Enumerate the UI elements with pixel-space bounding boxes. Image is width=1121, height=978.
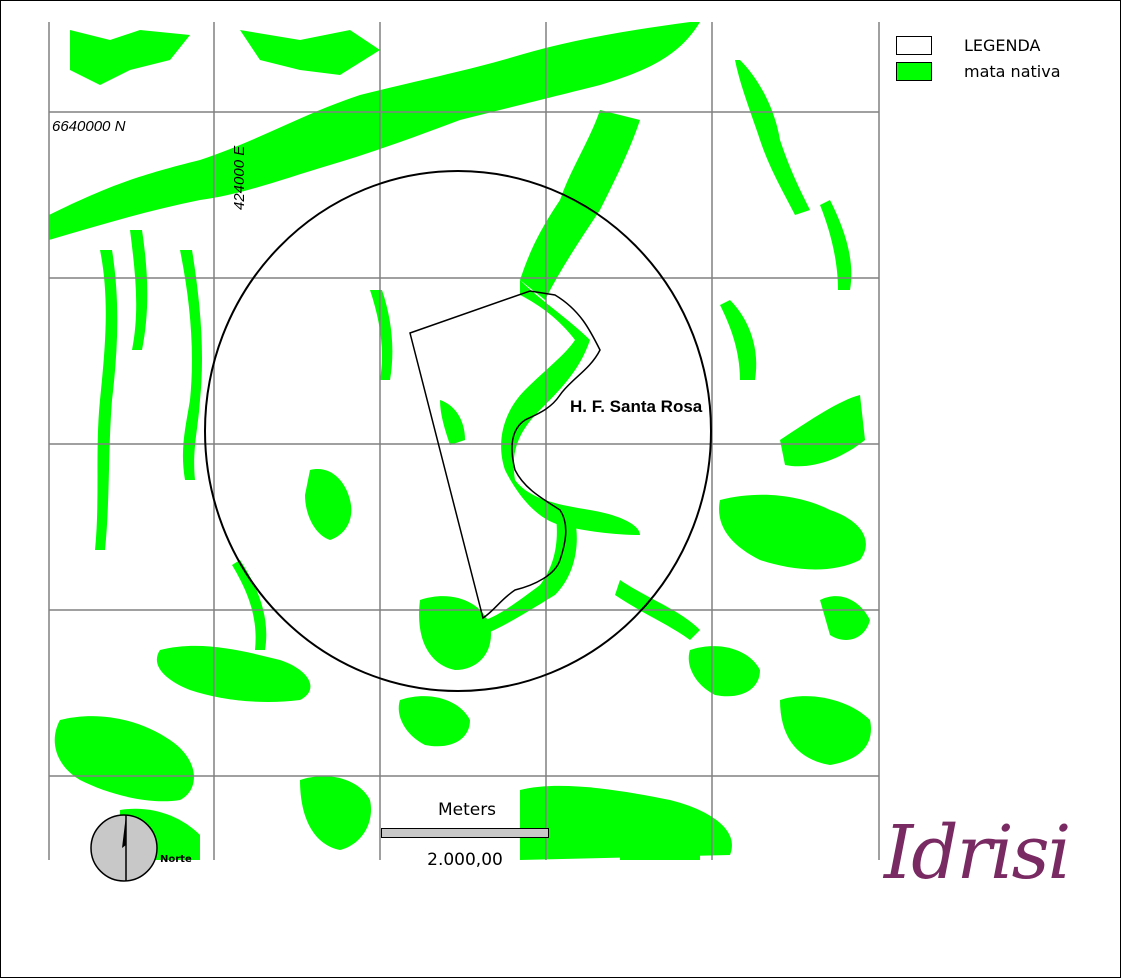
forest-patch-east-2 <box>780 395 865 467</box>
legend-item-mata-nativa: mata nativa <box>896 58 1061 84</box>
north-label: Norte <box>160 854 192 865</box>
forest-patch-south <box>54 716 194 802</box>
scale-bar <box>381 828 549 838</box>
scale-value: 2.000,00 <box>427 850 503 870</box>
idrisi-logo: Idrisi <box>884 810 1071 896</box>
easting-label: 424000 E <box>231 145 248 210</box>
northing-label: 6640000 N <box>52 118 126 135</box>
vegetation-layer <box>49 22 871 860</box>
forest-patch-se <box>780 696 871 765</box>
property-boundary <box>409 290 601 620</box>
forest-patch-right-top <box>735 60 810 215</box>
coordinate-grid <box>48 22 880 860</box>
forest-patch-sw <box>156 645 311 702</box>
forest-patch-lower-right <box>820 596 870 640</box>
forest-patch-east <box>719 494 866 570</box>
forest-patch-center <box>440 400 465 445</box>
place-label: H. F. Santa Rosa <box>570 397 703 416</box>
forest-stream-west-2 <box>180 250 203 480</box>
forest-patch-right-mid <box>720 300 757 380</box>
forest-patch-se-2 <box>688 646 760 697</box>
legend: LEGENDA mata nativa <box>896 32 1061 84</box>
forest-river-central <box>501 280 640 535</box>
forest-stream-left <box>130 230 148 350</box>
legend-label: mata nativa <box>964 61 1061 81</box>
forest-top-left <box>70 30 190 85</box>
buffer-circle <box>204 170 712 692</box>
forest-patch-s-central <box>398 696 470 747</box>
forest-stream-s <box>232 560 267 650</box>
forest-stream-central <box>370 290 393 380</box>
forest-patch-south-3 <box>300 776 371 850</box>
forest-river-north <box>520 110 640 300</box>
legend-label: LEGENDA <box>964 35 1041 55</box>
legend-swatch-green <box>896 61 932 81</box>
forest-patch-mid-south <box>419 596 491 670</box>
scale-title: Meters <box>437 800 497 820</box>
forest-patch-right-2 <box>820 200 852 290</box>
north-arrow <box>90 814 158 882</box>
forest-top-mid <box>240 30 380 75</box>
forest-patch-west <box>305 469 352 540</box>
forest-band-north <box>49 22 700 240</box>
forest-patch-far-south <box>620 818 700 860</box>
legend-swatch-white <box>896 35 932 55</box>
legend-item-legenda: LEGENDA <box>896 32 1061 58</box>
forest-stream-west <box>95 250 118 550</box>
